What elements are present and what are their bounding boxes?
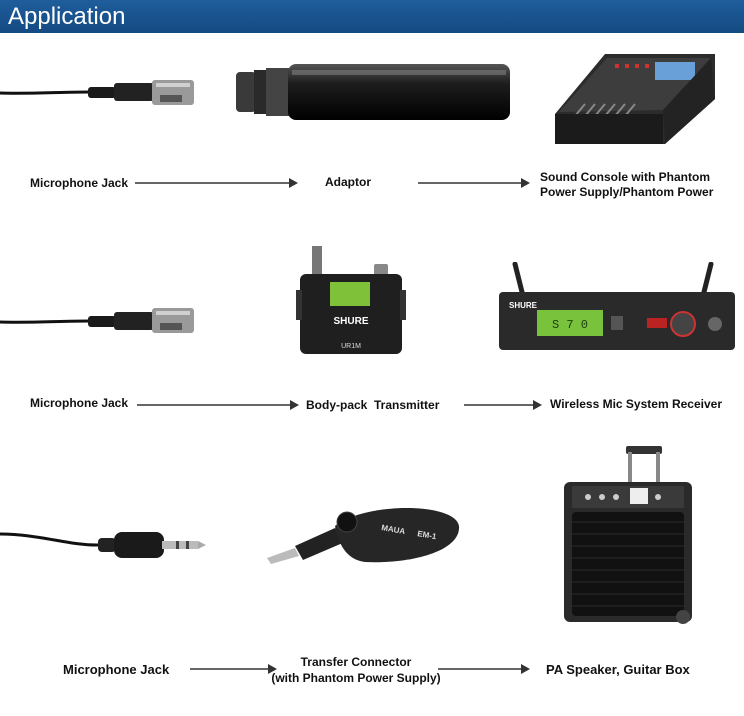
xlr-adaptor-image xyxy=(236,64,510,120)
row3-middle-label-line2: (with Phantom Power Supply) xyxy=(271,671,441,685)
transmitter-model: UR1M xyxy=(341,343,361,350)
row2-middle-label: Body-pack Transmitter xyxy=(306,398,440,412)
mixing-console-image xyxy=(555,54,715,144)
row1-arrow-1 xyxy=(135,178,298,188)
row3-destination-label: PA Speaker, Guitar Box xyxy=(546,662,690,677)
pa-speaker-image xyxy=(564,446,692,624)
row1-middle-label: Adaptor xyxy=(325,175,371,189)
receiver-display: S 7 0 xyxy=(552,318,588,332)
mini-xlr-cable-image xyxy=(0,80,194,105)
row2-arrow-1 xyxy=(137,400,299,410)
jack-cable-image xyxy=(0,532,206,558)
transmitter-brand: SHURE xyxy=(333,316,368,327)
row2-destination-label: Wireless Mic System Receiver xyxy=(550,397,722,411)
row3-arrow-2 xyxy=(438,664,530,674)
bodypack-transmitter-image: SHURE UR1M xyxy=(296,246,406,354)
row1-arrow-2 xyxy=(418,178,530,188)
section-header: Application xyxy=(0,0,744,33)
mini-xlr-cable-image-2 xyxy=(0,308,194,333)
row1-destination-label-line1: Sound Console with Phantom xyxy=(540,170,710,184)
adapter-model: EM-1 xyxy=(417,529,438,541)
row2-source-label: Microphone Jack xyxy=(30,396,129,410)
adapter-brand: MAUA xyxy=(381,523,406,536)
section-title: Application xyxy=(8,3,126,30)
row3-middle-label-line1: Transfer Connector xyxy=(300,655,412,669)
receiver-brand: SHURE xyxy=(509,301,538,310)
row3-arrow-1 xyxy=(190,664,277,674)
row2-arrow-2 xyxy=(464,400,542,410)
row3-source-label: Microphone Jack xyxy=(63,662,170,677)
row1-destination-label-line2: Power Supply/Phantom Power xyxy=(540,185,714,199)
wireless-receiver-image: SHURE S 7 0 xyxy=(499,262,735,350)
jack-adapter-image: MAUA EM-1 xyxy=(267,508,460,564)
row1-source-label: Microphone Jack xyxy=(30,176,129,190)
